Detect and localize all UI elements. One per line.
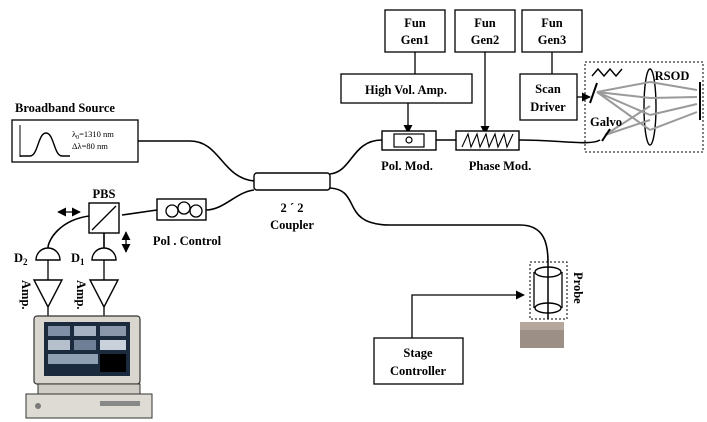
screen-panel-4 <box>48 340 70 350</box>
monitor-base <box>38 384 140 394</box>
pbs-label: PBS <box>93 187 116 201</box>
pol-mod-label: Pol. Mod. <box>381 159 433 173</box>
scan-driver-box: Scan Driver <box>520 74 577 120</box>
coupler-2x2: 2 ´ 2 Coupler <box>254 173 330 232</box>
pol-control-device: Pol . Control <box>153 199 222 248</box>
pc-drive-slot <box>100 401 140 406</box>
probe-device: Probe <box>530 262 585 319</box>
pc-power-button <box>35 403 41 409</box>
scan-driver-line1: Scan <box>535 82 561 96</box>
high-vol-amp-box: High Vol. Amp. <box>341 74 472 103</box>
galvo-mirror-icon <box>590 83 597 103</box>
fiber-coupler-to-polcontrol <box>206 190 254 210</box>
fiber-coupler-to-polmod <box>330 140 382 174</box>
rsod-fold-mirror-icon <box>602 129 610 141</box>
phase-mod-device: Phase Mod. <box>456 131 531 173</box>
screen-panel-7 <box>48 354 98 364</box>
fiber-phasemod-to-rsod <box>519 140 600 143</box>
screen-panel-3 <box>100 326 126 336</box>
broadband-source-label: Broadband Source <box>15 101 115 115</box>
fiber-pbs-to-d2 <box>48 216 89 248</box>
screen-panel-6 <box>100 340 126 350</box>
amplifier-1-icon <box>34 280 62 307</box>
coupler-ratio-label: 2 ´ 2 <box>281 201 304 215</box>
d2-label: D2 <box>14 251 28 267</box>
galvo-label: Galvo <box>590 115 622 129</box>
stage-controller-connector <box>412 295 524 338</box>
d1-label: D1 <box>71 251 85 267</box>
fun-gen1-line1: Fun <box>404 16 426 30</box>
rsod-label: RSOD <box>655 69 690 83</box>
triangle-wave-icon <box>592 69 622 76</box>
stage-controller-box: Stage Controller <box>374 338 463 384</box>
high-vol-amp-label: High Vol. Amp. <box>365 83 447 97</box>
d2-subscript: 2 <box>23 257 28 267</box>
screen-panel-2 <box>74 326 96 336</box>
fun-gen3-line2: Gen3 <box>538 33 566 47</box>
lambda-value: =1310 nm <box>79 129 114 139</box>
computer-icon <box>26 316 152 418</box>
bandwidth-label: Δλ=80 nm <box>72 141 108 151</box>
detector-d1-icon <box>92 248 116 260</box>
d1-subscript: 1 <box>80 257 85 267</box>
fun-gen1-line2: Gen1 <box>401 33 429 47</box>
scan-driver-line2: Driver <box>530 100 566 114</box>
amplifier-2-icon <box>90 280 118 307</box>
screen-panel-5 <box>74 340 96 350</box>
detector-d2-icon <box>36 248 60 260</box>
pol-control-label: Pol . Control <box>153 234 222 248</box>
pol-mod-device: Pol. Mod. <box>381 131 436 173</box>
fiber-source-to-coupler <box>138 141 254 181</box>
fun-gen3-box: Fun Gen3 <box>522 10 582 52</box>
fun-gen3-line1: Fun <box>541 16 563 30</box>
pbs-device <box>89 203 119 233</box>
coupler-label: Coupler <box>270 218 314 232</box>
d2-letter: D <box>14 251 23 265</box>
stage-controller-line1: Stage <box>403 346 433 360</box>
fiber-coupler-to-probe <box>330 188 548 262</box>
amp1-label: Amp. <box>19 280 33 310</box>
screen-panel-8 <box>100 354 126 372</box>
fun-gen1-box: Fun Gen1 <box>385 10 445 52</box>
rsod-region: RSOD <box>585 62 703 152</box>
fun-gen2-line2: Gen2 <box>471 33 499 47</box>
fun-gen2-box: Fun Gen2 <box>455 10 515 52</box>
phase-mod-label: Phase Mod. <box>469 159 532 173</box>
fiber-polcontrol-to-pbs <box>122 210 157 215</box>
amp2-label: Amp. <box>74 280 88 310</box>
tissue-sample-highlight <box>520 322 564 330</box>
fun-gen2-line1: Fun <box>474 16 496 30</box>
screen-panel-1 <box>48 326 70 336</box>
probe-label: Probe <box>571 272 585 304</box>
stage-controller-line2: Controller <box>390 364 446 378</box>
d1-letter: D <box>71 251 80 265</box>
broadband-source-box: λ0=1310 nm Δλ=80 nm <box>12 120 138 162</box>
